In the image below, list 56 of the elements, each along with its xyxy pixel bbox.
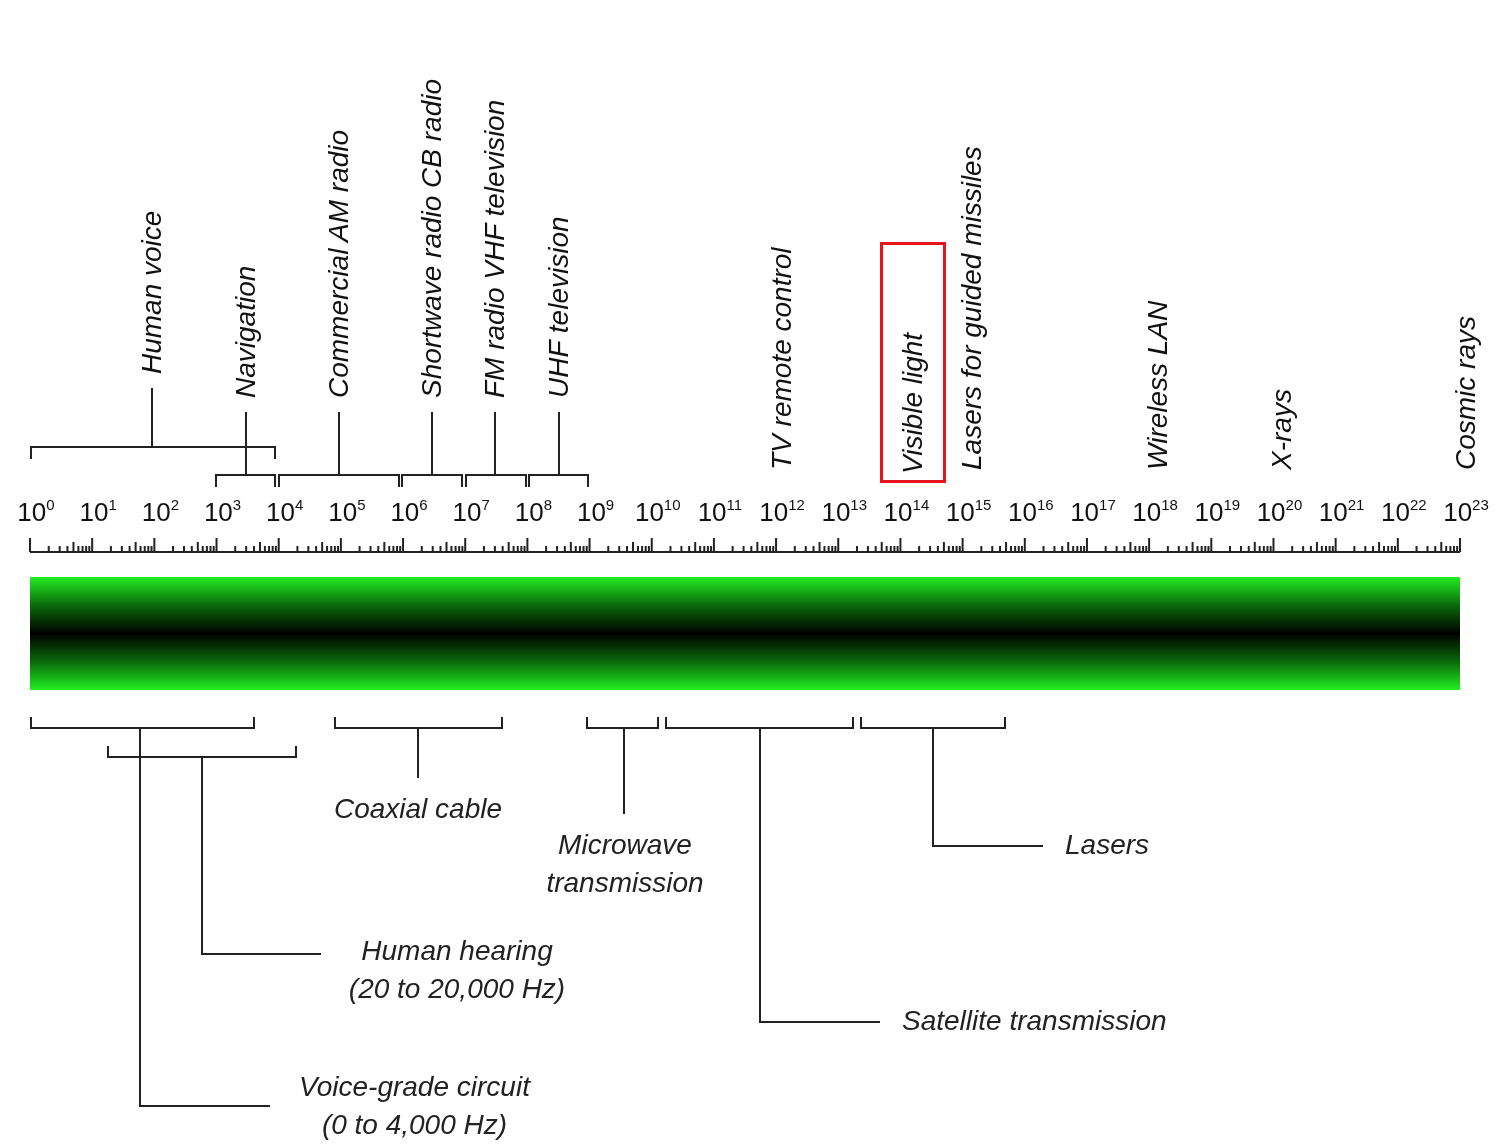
axis-tick-label: 10$^{1}$: [79, 496, 117, 528]
leader-line: [558, 411, 560, 476]
axis-tick-label: 10$^{11}$: [697, 496, 743, 528]
band-label: FM radio VHF television: [479, 99, 511, 398]
axis-tick-label: 10$^{17}$: [1070, 496, 1116, 528]
spectrum-band: [30, 577, 1460, 690]
band-label: X-rays: [1266, 389, 1298, 470]
leader-line: [151, 387, 153, 448]
axis-tick-label: 10$^{19}$: [1194, 496, 1241, 528]
band-label: Commercial AM radio: [323, 129, 355, 398]
axis-tick-label: 10$^{4}$: [266, 496, 304, 528]
band-label: Navigation: [230, 265, 262, 398]
axis-tick-label: 10$^{3}$: [203, 496, 242, 528]
axis-tick-label: 10$^{20}$: [1256, 496, 1303, 528]
axis-tick-label: 10$^{6}$: [390, 496, 428, 528]
band-label: Wireless LAN: [1142, 300, 1174, 470]
leader-line: [494, 411, 496, 476]
band-label: Lasers for guided missiles: [956, 146, 988, 470]
medium-label: Human hearing (20 to 20,000 Hz): [321, 932, 571, 1008]
leader-line: [139, 727, 271, 1107]
band-label: Cosmic rays: [1450, 316, 1482, 470]
axis-tick-label: 10$^{7}$: [452, 496, 490, 528]
axis-tick-label: 10$^{16}$: [1008, 496, 1054, 528]
band-label: TV remote control: [766, 247, 798, 470]
axis-tick-label: 10$^{8}$: [514, 496, 552, 528]
leader-line: [623, 727, 625, 815]
leader-line: [431, 411, 433, 476]
leader-line: [759, 727, 881, 1023]
axis-tick-label: 10$^{23}$: [1443, 496, 1489, 528]
axis-tick-label: 10$^{9}$: [576, 496, 615, 528]
axis-tick-label: 10$^{22}$: [1381, 496, 1427, 528]
band-label: UHF television: [543, 216, 575, 398]
axis-tick-label: 10$^{15}$: [945, 496, 992, 528]
leader-line: [338, 411, 340, 476]
leader-line: [417, 727, 419, 779]
medium-label: Satellite transmission: [880, 1002, 1272, 1040]
medium-label: Lasers: [1043, 826, 1195, 864]
axis-tick-label: 10$^{5}$: [328, 496, 366, 528]
band-label: Human voice: [136, 210, 168, 374]
axis-tick-label: 10$^{21}$: [1318, 496, 1365, 528]
axis-tick-label: 10$^{2}$: [141, 496, 179, 528]
leader-line: [245, 411, 247, 476]
medium-label: Microwave transmission: [510, 826, 740, 902]
axis-tick-label: 10$^{10}$: [634, 496, 681, 528]
axis-tick-label: 10$^{13}$: [821, 496, 868, 528]
axis-tick-label: 10$^{12}$: [759, 496, 805, 528]
band-label: Visible light: [897, 332, 929, 474]
axis-tick-label: 10$^{18}$: [1132, 496, 1178, 528]
leader-line: [932, 727, 1044, 847]
axis-tick-label: 10$^{14}$: [883, 496, 930, 528]
highlight-frame: [880, 242, 946, 483]
medium-label: Coaxial cable: [300, 790, 536, 828]
medium-label: Voice-grade circuit (0 to 4,000 Hz): [270, 1068, 537, 1144]
band-label: Shortwave radio CB radio: [416, 78, 448, 398]
axis-tick-label: 10$^{0}$: [17, 496, 55, 528]
leader-line: [201, 756, 322, 955]
